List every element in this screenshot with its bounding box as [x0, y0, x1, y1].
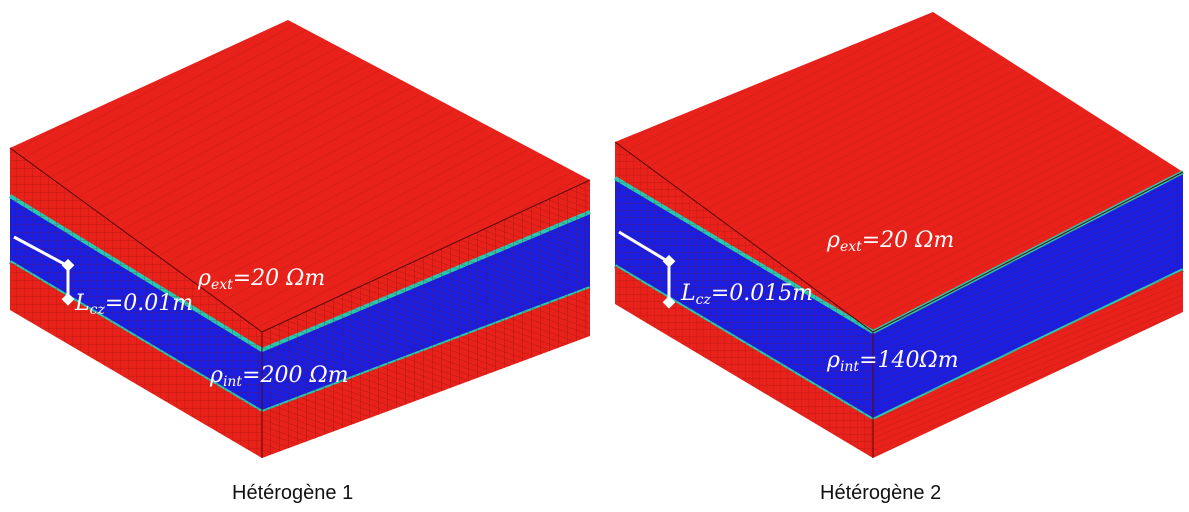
caption-heterogene-1: Hétérogène 1 — [232, 482, 354, 504]
rho-int-label: ρint=140Ωm — [827, 348, 959, 375]
figure-heterogene-2: ρext=20 Ωm Lcz=0.015m ρint=140Ωm Hétérog… — [605, 0, 1189, 512]
block-3d-heterogene-1 — [8, 20, 591, 458]
rho-ext-label: ρext=20 Ωm — [827, 228, 955, 255]
rho-int-label: ρint=200 Ωm — [210, 363, 349, 390]
caption-heterogene-2: Hétérogène 2 — [820, 482, 942, 504]
figure-heterogene-1: ρext=20 Ωm Lcz=0.01m ρint=200 Ωm Hétérog… — [8, 20, 591, 504]
lcz-label: Lcz=0.01m — [75, 291, 194, 318]
block-3d-heterogene-2 — [613, 12, 1184, 458]
rho-ext-label: ρext=20 Ωm — [198, 266, 326, 293]
lcz-label: Lcz=0.015m — [681, 281, 814, 308]
